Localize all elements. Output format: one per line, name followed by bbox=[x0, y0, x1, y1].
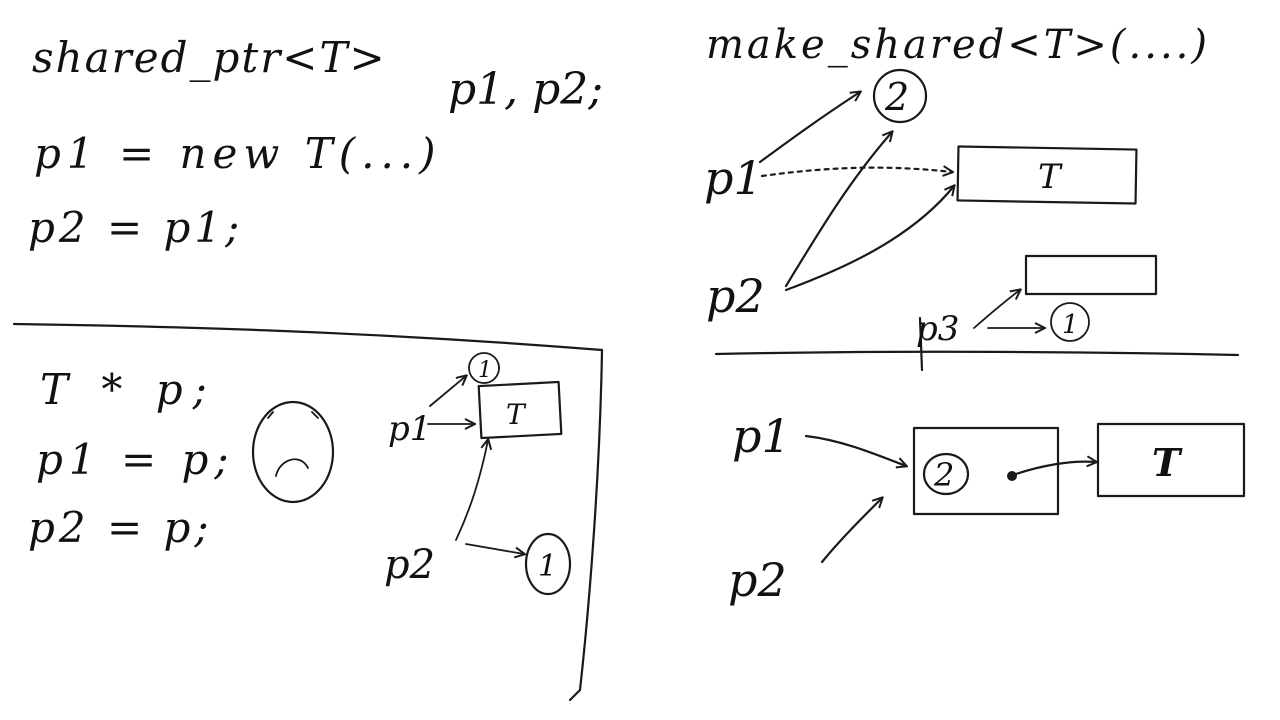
mini-label-p2: p2 bbox=[384, 542, 435, 588]
code-p2-raw-assign: p2 = p; bbox=[28, 503, 213, 552]
divider-left-horizontal bbox=[12, 322, 604, 352]
refcount-p3-label: 1 bbox=[1062, 310, 1079, 340]
mini-count-bottom bbox=[524, 532, 572, 596]
divider-left-vertical bbox=[568, 348, 604, 702]
control-block-box bbox=[912, 426, 1060, 516]
refcount-shared bbox=[872, 68, 928, 124]
arrow-p3-to-box bbox=[973, 290, 1020, 329]
label-p2-top: p2 bbox=[706, 269, 765, 323]
arrow-p1-to-refcount bbox=[758, 92, 860, 164]
arrow-p2-to-t bbox=[784, 186, 954, 292]
box-t-top bbox=[956, 145, 1138, 205]
mini-count-top bbox=[468, 352, 500, 384]
arrow-p2-to-refcount bbox=[784, 132, 892, 288]
refcount-control bbox=[922, 452, 970, 496]
label-p3: p3 bbox=[916, 309, 959, 349]
mini-count-top-label: 1 bbox=[478, 358, 492, 383]
code-p2-assign: p2 = p1; bbox=[28, 203, 243, 252]
label-p1-top: p1 bbox=[704, 151, 763, 205]
mini-arrow-p2-to-count bbox=[465, 543, 524, 554]
code-shared-ptr-type: shared_ptr<T> bbox=[32, 33, 387, 82]
box-t-bottom bbox=[1096, 422, 1246, 498]
box-t-top-label: T bbox=[1038, 157, 1063, 197]
pointer-dot bbox=[1007, 471, 1017, 481]
code-p1-raw-assign: p1 = p; bbox=[36, 435, 235, 484]
divider-right-horizontal bbox=[714, 350, 1240, 357]
label-p2-bottom: p2 bbox=[728, 553, 787, 607]
divider-right-tick bbox=[918, 316, 924, 372]
refcount-control-label: 2 bbox=[933, 456, 954, 494]
mini-count-bottom-label: 1 bbox=[538, 549, 557, 584]
mini-label-p1: p1 bbox=[388, 409, 431, 449]
box-t-bottom-label: T bbox=[1152, 440, 1183, 485]
code-make-shared: make_shared<T>(....) bbox=[706, 22, 1210, 68]
refcount-shared-label: 2 bbox=[884, 75, 909, 119]
box-empty-p3 bbox=[1024, 254, 1158, 296]
refcount-p3 bbox=[1050, 302, 1090, 342]
mini-arrow-p2-to-t bbox=[455, 440, 488, 541]
code-new-t: p1 = new T(...) bbox=[34, 129, 442, 178]
arrow-p1-to-control bbox=[804, 434, 906, 466]
arrow-p2-to-control bbox=[820, 498, 882, 564]
code-shared-ptr-vars: p1, p2; bbox=[448, 64, 603, 115]
sad-face-icon bbox=[251, 400, 335, 504]
label-p1-bottom: p1 bbox=[732, 409, 791, 463]
mini-box-t-label: T bbox=[506, 398, 527, 431]
arrow-p1-to-t-dashed bbox=[760, 168, 952, 178]
mini-box-t bbox=[477, 380, 563, 440]
arrow-control-to-t bbox=[1014, 462, 1096, 476]
mini-arrow-p1-to-count bbox=[429, 376, 466, 407]
code-raw-pointer: T * p; bbox=[40, 365, 217, 414]
